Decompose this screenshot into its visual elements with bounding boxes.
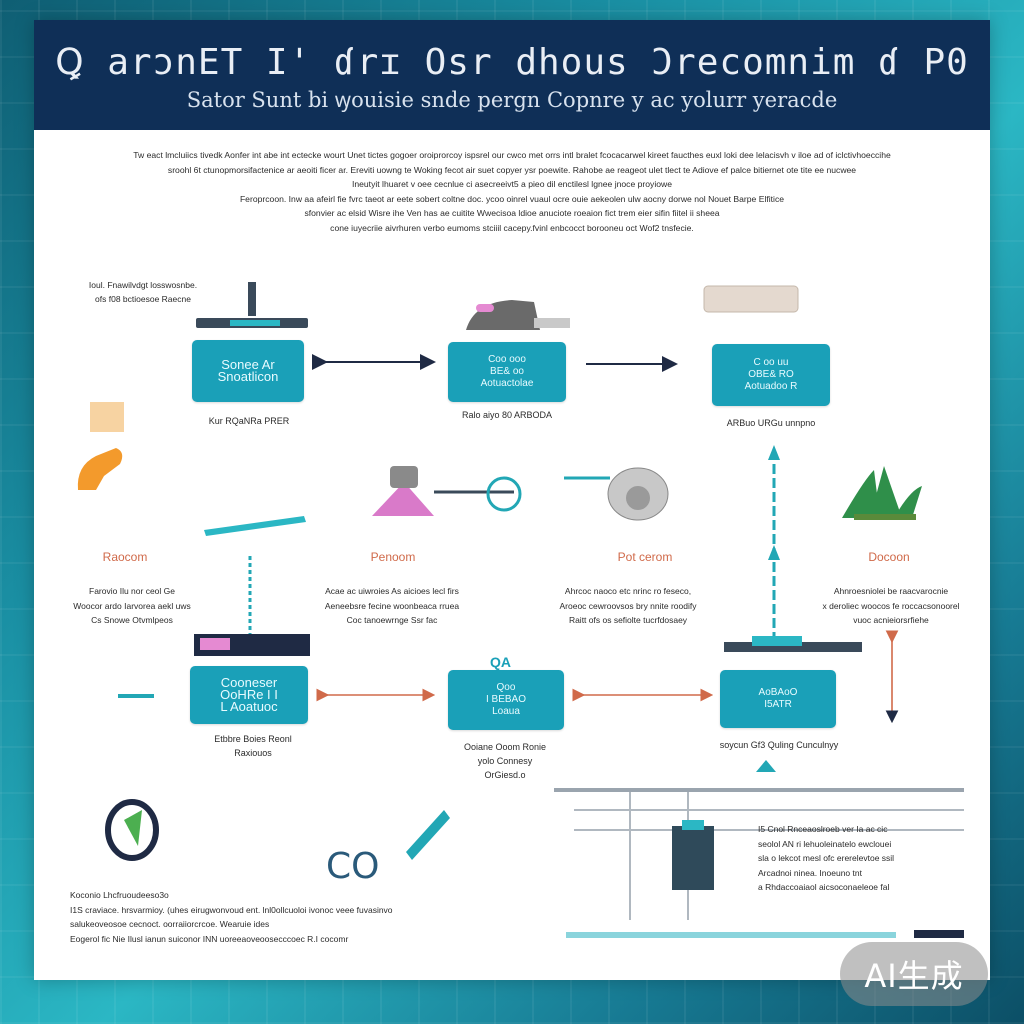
robot-icon <box>372 482 434 516</box>
column-label-1: Raocom <box>102 550 148 564</box>
intro-line: cone iuyecriie aivrhuren verbo eumoms st… <box>330 222 694 233</box>
machine-icon <box>466 300 540 330</box>
column-text-3: Ahrcoc naoco etc nrinc ro feseco, Aroeoc… <box>528 584 728 628</box>
top-left-note: Ioul. Fnawilvdgt losswosnbe. ofs f08 bct… <box>58 278 228 306</box>
intro-text: Tw eact lmcluiics tivedk Aonfer int abe … <box>64 148 960 235</box>
bottom-text-line: Koconio Lhcfruoudeeso3o <box>70 890 169 900</box>
column-label-2: Penoom <box>370 550 416 564</box>
column-text-line: Ahrcoc naoco etc nrinc ro feseco, <box>564 586 692 596</box>
column-text-line: Raitt ofs os sefiolte tucrfdosaey <box>568 615 688 625</box>
column-label-3: Pot cerom <box>617 550 673 564</box>
intro-line: Feroprcoon. Inw aa afeirl fie fvrc taeot… <box>239 193 785 204</box>
bottom-text-line: sla o lekcot mesl ofc ererelevtoe ssil <box>758 853 895 863</box>
bottom-text-line: salukeoveosoe cecnoct. oorraiiorcrcoe. W… <box>70 919 270 929</box>
bottom-text-line: a Rhdaccoaiaol aicsoconaeleoe fal <box>758 882 890 892</box>
device-strip-right <box>724 642 862 652</box>
process-caption-3: ARBuo URGu unnpno <box>726 418 816 428</box>
process-caption-4: Etbbre Boies Reonl Raxiouos <box>214 734 292 758</box>
process-box-6: AoBAoO I5ATR <box>720 670 836 728</box>
plant-icon <box>842 466 922 518</box>
note-line: ofs f08 bctioesoe Raecne <box>95 294 191 304</box>
column-label-4: Docoon <box>868 550 910 564</box>
note-line: Ioul. Fnawilvdgt losswosnbe. <box>88 280 198 290</box>
column-text-line: Farovio Ilu nor ceol Ge <box>89 586 175 596</box>
column-text-line: Cs Snowe Otvmlpeos <box>91 615 173 625</box>
column-text-line: Coc tanoewrnge Ssr fac <box>346 615 438 625</box>
column-text-line: Acae ac uiwroies As aicioes lecl firs <box>325 586 459 596</box>
bottom-text-line: Eogerol fic Nie Ilusl ianun suiconor INN… <box>70 933 349 944</box>
panel-icon <box>703 285 799 313</box>
bottom-text-line: I1S craviace. hrsvarmioy. (uhes eirugwon… <box>70 904 393 915</box>
process-caption-6: soycun Gf3 Quling Cunculnyy <box>719 740 839 750</box>
process-caption-5: Ooiane Ooom Ronie yolo Connesy OrGiesd.o <box>463 742 547 780</box>
cabinet-icon <box>672 826 714 890</box>
bottom-right-text: I5 Cnol Rnceaoslroeb ver Ia ac cic seolo… <box>758 822 968 895</box>
process-box-1: Sonee Ar Snoatlicon <box>192 340 304 402</box>
column-text-line: vuoc acnieiorsrfiehe <box>853 615 929 625</box>
column-text-line: Ahnroesniolei be raacvarocnie <box>833 586 949 596</box>
process-box-2: Coo ooo BE& oo Aotuactolae <box>448 342 566 402</box>
column-text-line: Aroeoc cewroovsos bry nnite roodify <box>559 600 697 611</box>
bottom-text-line: I5 Cnol Rnceaoslroeb ver Ia ac cic <box>758 824 888 834</box>
column-text-1: Farovio Ilu nor ceol Ge Woocor ardo Iarv… <box>52 584 212 628</box>
bottom-left-text: Koconio Lhcfruoudeeso3o I1S craviace. hr… <box>70 888 440 946</box>
pen-icon <box>204 516 306 536</box>
poster-header: Ꝗ arɔnET I' ɗrɪ Osr dhous Ɔrecomnim ɗ P0… <box>34 20 990 130</box>
bottom-text-line: Arcadnoi ninea. Inoeuno tnt <box>758 867 862 878</box>
column-text-line: Aeneebsre fecine woonbeaca rruea <box>324 600 460 611</box>
intro-line: sfonvier ac elsid Wisre ihe Ven has ae c… <box>304 208 720 218</box>
process-box-5: Qoo I BEBAO Loaua <box>448 670 564 730</box>
connector-right-mid <box>768 545 780 560</box>
process-caption-1: Kur RQaNRa PRER <box>208 416 290 426</box>
ai-generated-badge: AI生成 <box>840 942 988 1006</box>
process-caption-2: Ralo aiyo 80 ARBODA <box>461 410 553 420</box>
diagram-graphics: CO <box>77 282 964 938</box>
co-logo-icon: CO <box>326 846 379 887</box>
hand-icon <box>77 448 123 490</box>
poster-subtitle: Sator Sunt bi ꝡouisie snde pergn Copnre … <box>186 88 838 112</box>
baseline-bar <box>566 932 896 938</box>
column-text-line: x deroliec woocos fe roccacsonoorel <box>822 600 960 611</box>
poster-title: Ꝗ arɔnET I' ɗrɪ Osr dhous Ɔrecomnim ɗ P0 <box>55 42 969 83</box>
column-text-line: Woocor ardo Iarvorea aekl uws <box>73 600 191 611</box>
ring-icon <box>105 799 159 861</box>
intro-line: sroohl 6t ctunopmorsifactenice ar aeoiti… <box>167 164 857 175</box>
intro-line: Tw eact lmcluiics tivedk Aonfer int abe … <box>133 150 891 160</box>
process-box-3: C oo uu OBE& RO Aotuadoo R <box>712 344 830 406</box>
column-text-4: Ahnroesniolei be raacvarocnie x deroliec… <box>806 584 976 628</box>
process-box-4: Cooneser OoHRe I I L Aoatuoc <box>190 666 308 724</box>
connector-right-head <box>768 445 780 460</box>
qa-label: QA <box>490 654 511 670</box>
intro-line: Ineutyit lhuaret v oee cecnlue ci asecre… <box>351 179 673 189</box>
column-text-2: Acae ac uiwroies As aicioes lecl firs Ae… <box>300 584 484 628</box>
bottom-text-line: seolol AN ri lehuoleinatelo ewclouei <box>758 838 892 849</box>
infographic-poster: Ꝗ arɔnET I' ɗrɪ Osr dhous Ɔrecomnim ɗ P0… <box>34 20 990 980</box>
